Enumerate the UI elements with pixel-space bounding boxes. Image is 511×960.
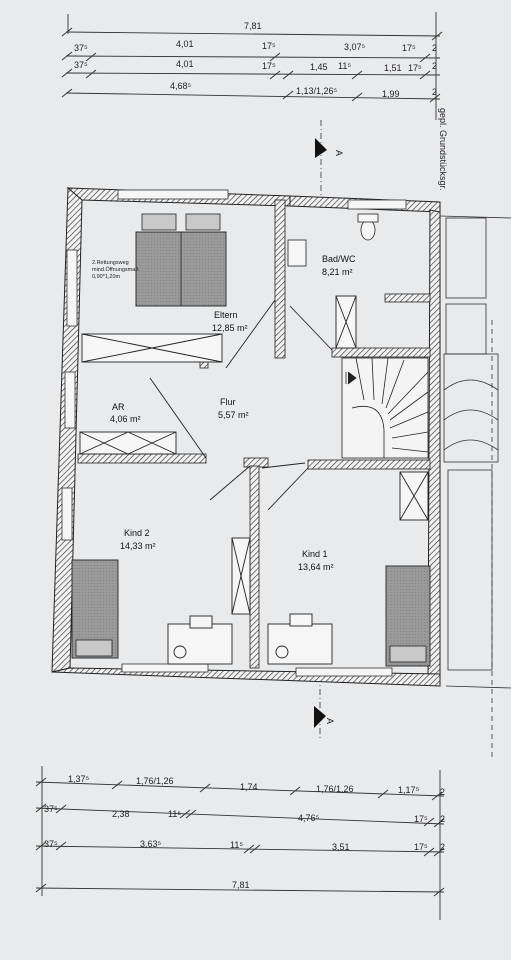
dim-line <box>65 72 441 76</box>
wardrobe-kind1 <box>399 471 429 521</box>
dim-label: 17⁵ <box>262 41 276 51</box>
room-name-bad: Bad/WC <box>322 254 356 264</box>
bed-eltern <box>135 213 227 307</box>
section-marker-letter: A <box>334 150 344 156</box>
dim-label: 4,01 <box>176 39 194 49</box>
toilet-icon <box>360 219 376 241</box>
dim-label: 1,17⁵ <box>398 785 420 795</box>
dim-label: 4,76⁵ <box>298 813 320 823</box>
room-area-ar: 4,06 m² <box>110 414 141 424</box>
dim-label: 1,37⁵ <box>68 774 90 784</box>
desk-kind1 <box>267 613 333 665</box>
room-area-kind2: 14,33 m² <box>120 541 156 551</box>
escape-route-note: 2.Rettungsweg mind.Öffnungsmaß 0,90*1,20… <box>92 260 139 280</box>
neighbour-building <box>439 215 511 760</box>
dim-label: 2 <box>440 814 445 824</box>
bed-kind1 <box>385 565 431 667</box>
room-name-kind1: Kind 1 <box>302 549 328 559</box>
windows <box>61 189 407 677</box>
dim-label: 17⁵ <box>414 814 428 824</box>
cabinet-bad <box>335 295 357 349</box>
dim-label: 4,01 <box>176 59 194 69</box>
room-name-kind2: Kind 2 <box>124 528 150 538</box>
note-line: 0,90*1,20m <box>92 274 121 280</box>
bottom-dimension-chains <box>35 766 445 920</box>
dim-label: 2 <box>440 787 445 797</box>
sink-icon <box>287 239 307 267</box>
dim-label: 17⁵ <box>402 43 416 53</box>
dim-label: 1,99 <box>382 89 400 99</box>
room-area-eltern: 12,85 m² <box>212 323 248 333</box>
wardrobe-ar <box>79 431 177 455</box>
dim-line <box>65 55 441 59</box>
bed-kind2 <box>71 559 119 659</box>
wardrobe-kind2 <box>231 537 251 615</box>
dim-label: 37⁵ <box>74 60 88 70</box>
section-marker-top: A <box>315 120 344 210</box>
dim-line <box>65 92 441 100</box>
dim-label: 4,68⁵ <box>170 81 192 91</box>
dim-line <box>65 31 441 37</box>
section-marker-letter: A <box>325 718 335 724</box>
wardrobe-eltern <box>81 333 223 363</box>
dim-label: 3,63⁵ <box>140 839 162 849</box>
top-dimension-labels: 7,81 37⁵ 4,01 17⁵ 3,07⁵ 17⁵ 2 37⁵ 4,01 1… <box>74 21 437 99</box>
desk-kind2 <box>167 615 233 665</box>
dim-label: 1,13/1,26⁵ <box>296 86 338 96</box>
room-labels: Eltern 12,85 m² Bad/WC 8,21 m² AR 4,06 m… <box>110 254 356 572</box>
dim-label: 1,76/1,26 <box>136 776 174 786</box>
note-line: 2.Rettungsweg <box>92 260 129 266</box>
dim-label: 2 <box>440 842 445 852</box>
door-swings <box>149 299 333 511</box>
room-name-eltern: Eltern <box>214 310 238 320</box>
dim-label: 2 <box>432 61 437 71</box>
dim-total-bottom: 7,81 <box>232 880 250 890</box>
dim-label: 2 <box>432 43 437 53</box>
section-marker-bottom: A <box>314 676 335 740</box>
dim-label: 11⁵ <box>230 840 243 850</box>
room-area-bad: 8,21 m² <box>322 267 353 277</box>
room-name-ar: AR <box>112 402 125 412</box>
dim-label: 11⁵ <box>168 809 181 819</box>
dim-label: 11⁵ <box>338 61 351 71</box>
dim-label: 1,51 <box>384 63 402 73</box>
dim-label: 2 <box>432 87 437 97</box>
staircase <box>341 357 429 459</box>
bathroom-fixtures <box>287 213 379 267</box>
top-dimension-chains <box>61 12 443 120</box>
dim-label: 17⁵ <box>262 61 276 71</box>
dim-total-top: 7,81 <box>244 21 262 31</box>
room-name-flur: Flur <box>220 397 236 407</box>
dim-label: 1,76/1,26 <box>316 784 354 794</box>
room-area-kind1: 13,64 m² <box>298 562 334 572</box>
dim-label: 17⁵ <box>414 842 428 852</box>
dim-label: 3,51 <box>332 842 350 852</box>
note-line: mind.Öffnungsmaß <box>92 266 139 273</box>
dim-label: 37⁵ <box>74 43 88 53</box>
dim-ticks <box>61 27 443 103</box>
room-area-flur: 5,57 m² <box>218 410 249 420</box>
dim-label: 37⁵ <box>44 839 58 849</box>
property-boundary-label: gepl. Grundstücksgr. <box>438 108 448 191</box>
dim-label: 1,45 <box>310 62 328 72</box>
bottom-dimension-labels: 1,37⁵ 1,76/1,26 1,74 1,76/1,26 1,17⁵ 2 3… <box>44 774 445 890</box>
dim-label: 37⁵ <box>44 804 58 814</box>
dim-label: 2,38 <box>112 809 130 819</box>
dim-label: 17⁵ <box>408 63 422 73</box>
dim-label: 1,74 <box>240 782 258 792</box>
wardrobes <box>79 295 429 615</box>
dim-label: 3,07⁵ <box>344 42 366 52</box>
